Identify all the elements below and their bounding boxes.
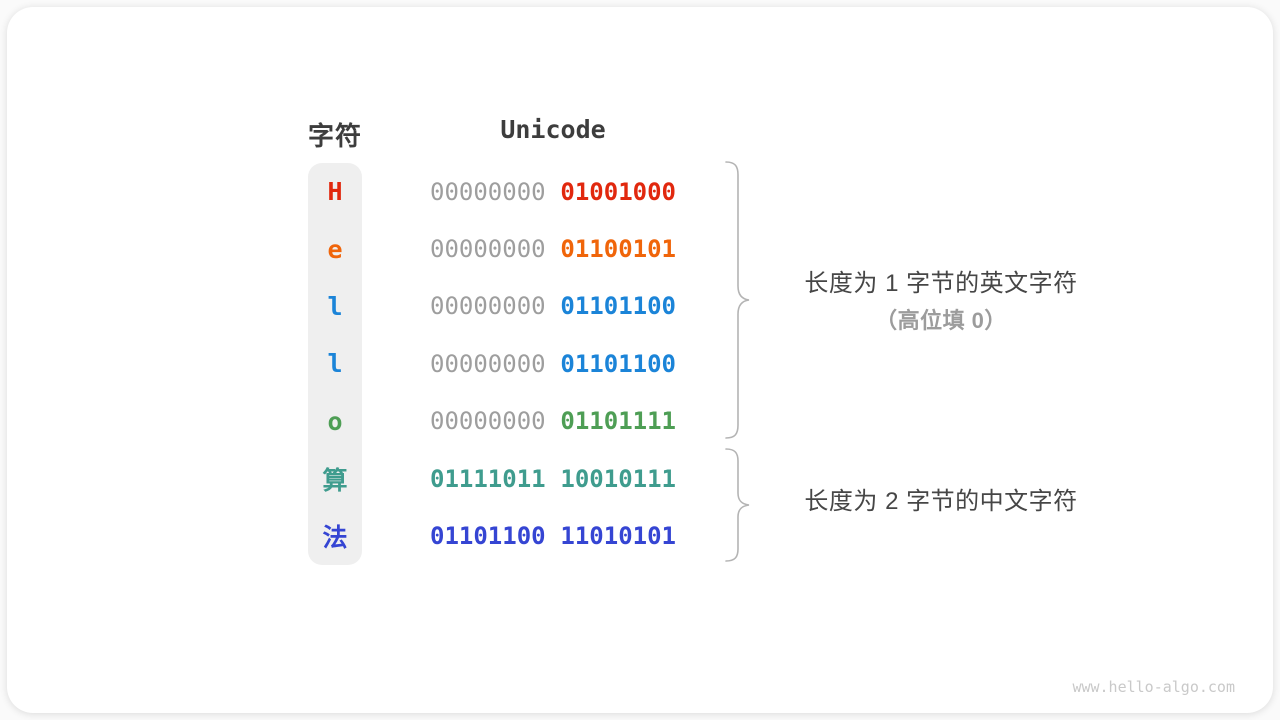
unicode-row: 00000000 01001000 (430, 163, 676, 220)
unicode-row: 00000000 01101111 (430, 393, 676, 450)
unicode-row: 00000000 01100101 (430, 220, 676, 277)
char-cell: l (327, 349, 343, 379)
unicode-column-header: Unicode (500, 115, 606, 144)
brace-chinese-group (725, 448, 750, 562)
unicode-column: 00000000 01001000 00000000 01100101 0000… (430, 163, 676, 565)
annotation-chinese-chars: 长度为 2 字节的中文字符 (775, 483, 1107, 520)
char-column: H e l l o 算 法 (308, 163, 362, 565)
annotation-english-line2: （高位填 0） (875, 308, 1007, 333)
unicode-row: 01111011 10010111 (430, 450, 676, 507)
annotation-english-line1: 长度为 1 字节的英文字符 (804, 270, 1078, 297)
char-cell: l (327, 291, 343, 321)
unicode-byte-high: 01101100 (430, 522, 546, 551)
char-cell: e (327, 234, 343, 264)
unicode-byte-low: 01101111 (560, 407, 676, 436)
unicode-byte-low: 01101100 (560, 292, 676, 321)
char-cell: o (327, 406, 343, 436)
char-cell: 算 (322, 465, 348, 495)
unicode-row: 01101100 11010101 (430, 507, 676, 564)
unicode-byte-low: 01101100 (560, 349, 676, 378)
unicode-row: 00000000 01101100 (430, 278, 676, 335)
unicode-byte-low: 01001000 (560, 177, 676, 206)
char-cell: 法 (322, 523, 348, 553)
unicode-byte-high: 00000000 (430, 349, 546, 378)
unicode-byte-high: 00000000 (430, 235, 546, 264)
unicode-byte-high: 00000000 (430, 177, 546, 206)
diagram-card (7, 7, 1273, 713)
unicode-byte-low: 11010101 (560, 522, 676, 551)
char-column-header: 字符 (308, 121, 363, 151)
annotation-english-chars: 长度为 1 字节的英文字符 （高位填 0） (775, 265, 1107, 339)
site-watermark: www.hello-algo.com (1072, 678, 1235, 696)
unicode-byte-high: 00000000 (430, 292, 546, 321)
annotation-chinese-line1: 长度为 2 字节的中文字符 (804, 488, 1078, 515)
unicode-byte-high: 00000000 (430, 407, 546, 436)
unicode-byte-high: 01111011 (430, 464, 546, 493)
unicode-byte-low: 01100101 (560, 235, 676, 264)
unicode-row: 00000000 01101100 (430, 335, 676, 392)
char-cell: H (327, 177, 343, 207)
brace-english-group (725, 161, 750, 439)
unicode-byte-low: 10010111 (560, 464, 676, 493)
